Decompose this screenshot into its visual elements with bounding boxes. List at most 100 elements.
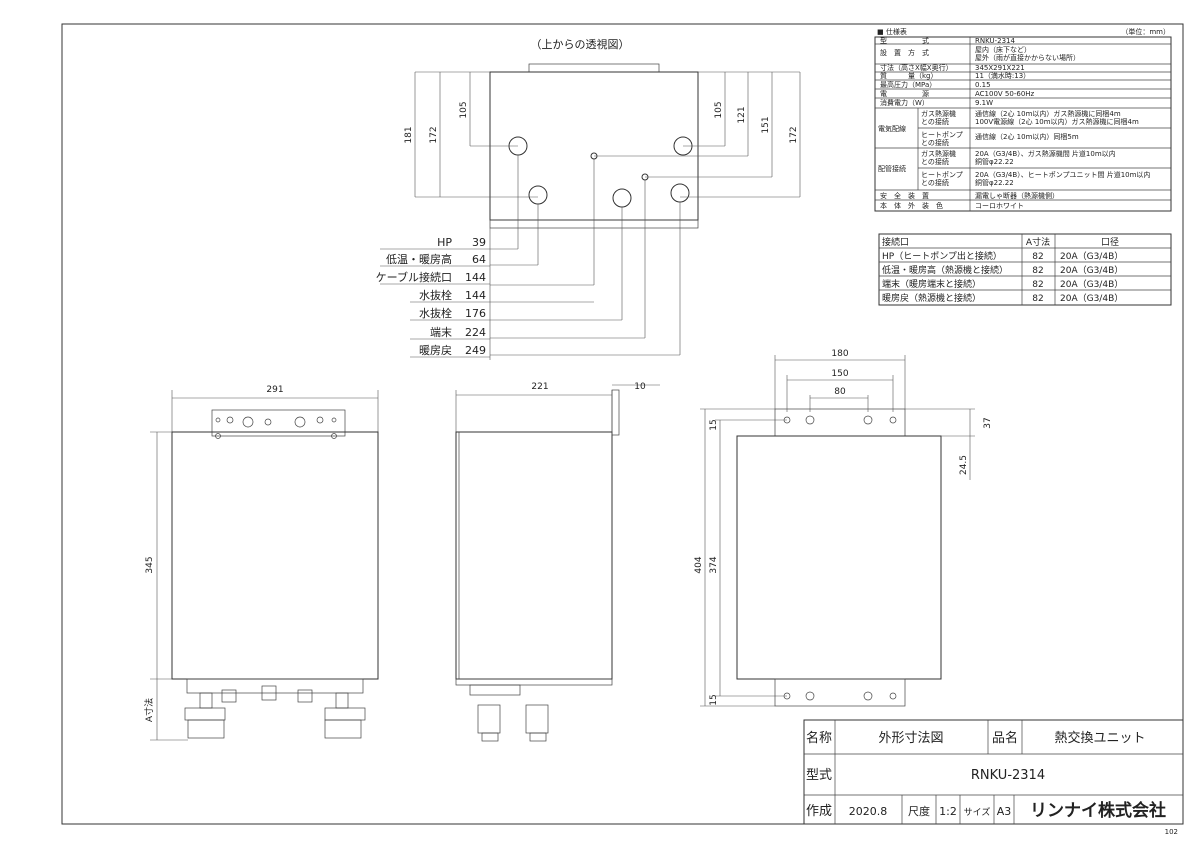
front-height-dim: 345: [145, 556, 155, 573]
side-bracket-dim: 10: [634, 382, 646, 392]
tb-made-value: 2020.8: [849, 805, 888, 818]
tb-size-label: サイズ: [964, 806, 991, 818]
spec-model-label: 型 式: [880, 36, 929, 45]
spec-piping-sub1: ガス熱源機との接続: [921, 149, 956, 166]
connection-labels: HP 39 低温・暖房高 64 ケーブル接続口 144 水抜栓 144 水抜栓 …: [376, 236, 680, 358]
spec-piping-val1: 20A（G3/4B）、ガス熱源機間 片道10m以内銅管φ22.22: [975, 149, 1116, 166]
spec-size-label: 寸法（高さX幅X奥行）: [880, 63, 953, 72]
port-row2-a: 82: [1032, 266, 1043, 276]
port-row1-a: 82: [1032, 252, 1043, 262]
side-view: [455, 384, 660, 742]
spec-piping-sub2: ヒートポンプとの接続: [921, 171, 963, 187]
spec-pressure-label: 最高圧力（MPa）: [880, 80, 936, 89]
spec-electric-sub2: ヒートポンプとの接続: [921, 131, 963, 147]
dim-181: 181: [404, 126, 414, 143]
spec-safety-label: 安 全 装 置: [880, 191, 929, 200]
tb-company: リンナイ株式会社: [1030, 800, 1166, 821]
mount-bot15-dim: 15: [709, 694, 719, 705]
conn-terminal-label: 端末: [430, 325, 452, 339]
port-header-port: 接続口: [882, 236, 909, 248]
mount-w180-dim: 180: [831, 349, 848, 359]
spec-consumption-label: 消費電力（W）: [880, 98, 929, 107]
conn-drain2-label: 水抜栓: [419, 306, 452, 320]
port-row3-a: 82: [1032, 280, 1043, 290]
dim-105-left: 105: [459, 101, 469, 118]
conn-return-label: 暖房戻: [419, 344, 452, 357]
page-number: 102: [1165, 828, 1178, 836]
spec-pressure-value: 0.15: [975, 81, 991, 89]
conn-lowtemp-label: 低温・暖房高: [386, 252, 452, 266]
spec-safety-value: 漏電しゃ断器（熱源機側）: [975, 191, 1059, 200]
port-header-diameter: 口径: [1101, 236, 1119, 248]
conn-return-value: 249: [465, 344, 486, 357]
spec-color-value: コーロホワイト: [975, 202, 1024, 210]
title-block: 名称 外形寸法図 品名 熱交換ユニット 型式 RNKU-2314 作成 2020…: [803, 719, 1184, 825]
spec-size-value: 345X291X221: [975, 64, 1025, 72]
tb-model-value: RNKU-2314: [971, 768, 1045, 783]
mount-h374-dim: 374: [709, 556, 719, 573]
connection-drop-lines: [489, 155, 681, 360]
port-header-adim: A寸法: [1026, 236, 1050, 248]
port-row4-a: 82: [1032, 294, 1043, 304]
spec-table-title: ■ 仕様表: [877, 27, 907, 36]
front-width-dim: 291: [266, 385, 283, 395]
tb-name-value: 外形寸法図: [878, 731, 943, 746]
mount-top15-dim: 15: [709, 419, 719, 430]
sheet-frame: [61, 23, 1184, 825]
conn-hp-value: 39: [472, 236, 486, 249]
spec-install-value: 屋内（床下など）屋外（雨が直接かからない場所）: [975, 45, 1080, 62]
mount-d245-dim: 24.5: [959, 455, 969, 475]
spec-electric-val2: 通信線（2心 10m以内）同梱5m: [975, 132, 1079, 141]
spec-table-unit: （単位：mm）: [1121, 27, 1170, 36]
front-view: [150, 390, 379, 741]
dim-172-right: 172: [789, 126, 799, 143]
spec-piping-val2: 20A（G3/4B）、ヒートポンプユニット間 片道10m以内銅管φ22.22: [975, 170, 1150, 187]
spec-table: ■ 仕様表 （単位：mm） 型 式 RNKU-2314 設 置 方 式 屋内（床…: [874, 27, 1172, 212]
spec-install-label: 設 置 方 式: [880, 48, 929, 57]
tb-made-label: 作成: [806, 804, 832, 819]
dim-121: 121: [737, 106, 747, 123]
tb-scale-label: 尺度: [908, 804, 930, 818]
conn-lowtemp-value: 64: [472, 253, 486, 266]
conn-cable-label: ケーブル接続口: [376, 270, 452, 284]
conn-drain1-label: 水抜栓: [419, 288, 452, 302]
spec-color-label: 本 体 外 装 色: [880, 201, 943, 210]
mount-d37-dim: 37: [983, 417, 993, 428]
conn-terminal-value: 224: [465, 326, 486, 339]
top-view-title: （上からの透視図）: [531, 37, 630, 51]
spec-model-value: RNKU-2314: [975, 37, 1016, 45]
spec-electric-label: 電気配線: [878, 124, 906, 133]
mount-view: [700, 355, 975, 707]
spec-mass-label: 質 量（kg）: [880, 71, 938, 80]
port-row2-name: 低温・暖房高（熱源機と接続）: [882, 264, 1008, 276]
port-table: 接続口 A寸法 口径 HP（ヒートポンプ出と接続） 82 20A（G3/4B） …: [878, 233, 1172, 306]
conn-cable-value: 144: [465, 271, 486, 284]
port-row3-size: 20A（G3/4B）: [1060, 279, 1123, 290]
side-depth-dim: 221: [531, 382, 548, 392]
dim-172-left: 172: [429, 126, 439, 143]
tb-scale-value: 1:2: [939, 805, 957, 818]
conn-drain1-value: 144: [465, 289, 486, 302]
port-row1-name: HP（ヒートポンプ出と接続）: [882, 250, 1002, 262]
mount-w150-dim: 150: [831, 369, 848, 379]
conn-drain2-value: 176: [465, 307, 486, 320]
conn-hp-label: HP: [437, 236, 452, 249]
dim-105-right: 105: [714, 101, 724, 118]
front-a-dim: A寸法: [143, 698, 155, 722]
spec-power-label: 電 源: [880, 89, 929, 98]
mount-h404-dim: 404: [694, 556, 704, 573]
spec-power-value: AC100V 50-60Hz: [975, 90, 1035, 98]
tb-product-value: 熱交換ユニット: [1054, 730, 1145, 746]
tb-size-value: A3: [997, 805, 1012, 818]
tb-model-label: 型式: [806, 768, 832, 783]
spec-electric-sub1: ガス熱源機との接続: [921, 109, 956, 126]
port-row3-name: 端末（暖房端末と接続）: [882, 278, 981, 290]
tb-name-label: 名称: [806, 730, 832, 746]
dim-151: 151: [761, 116, 771, 133]
spec-consumption-value: 9.1W: [975, 99, 993, 107]
port-row4-name: 暖房戻（熱源機と接続）: [882, 292, 981, 304]
port-row4-size: 20A（G3/4B）: [1060, 293, 1123, 304]
spec-piping-label: 配管接続: [878, 164, 906, 173]
